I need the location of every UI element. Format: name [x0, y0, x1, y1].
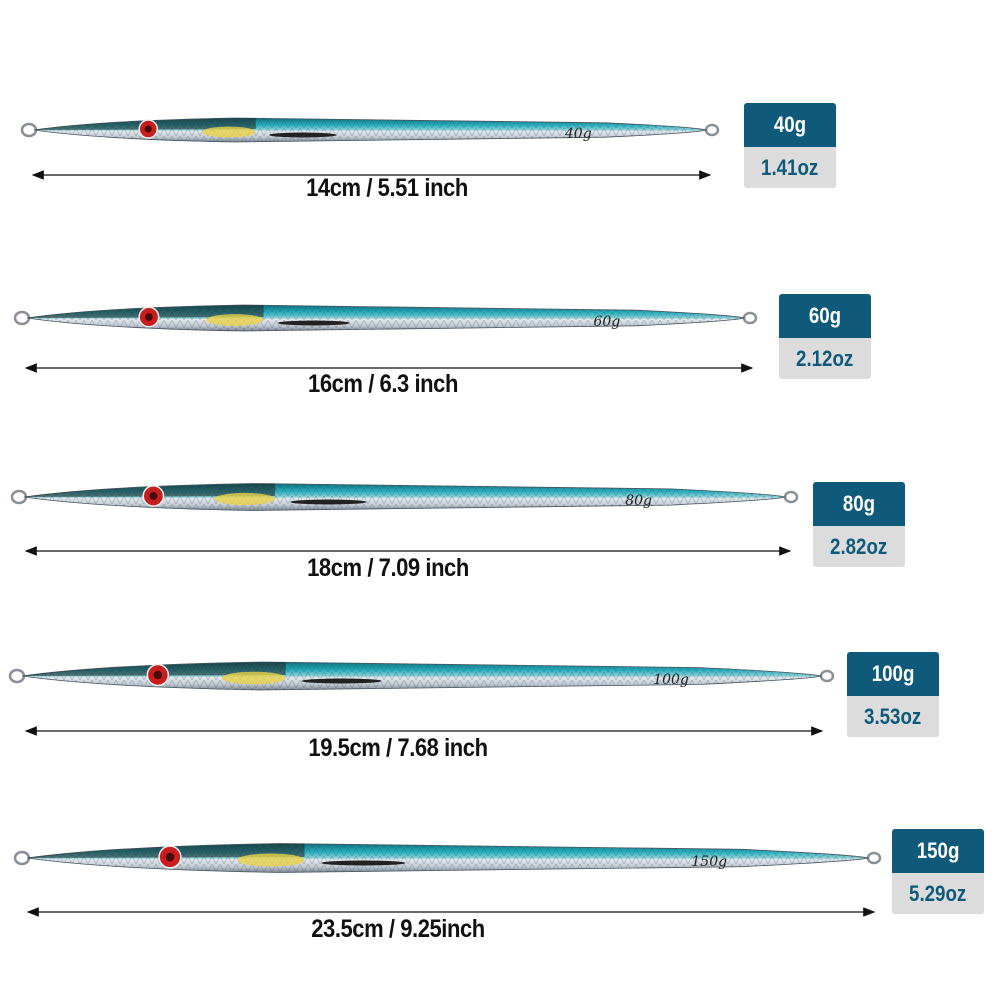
weight-badge: 100g 3.53oz [847, 652, 939, 737]
split-ring-icon [819, 669, 835, 683]
weight-grams-text: 80g [842, 491, 876, 516]
body-weight-mark: 150g [691, 854, 727, 870]
body-weight-mark: 60g [593, 314, 620, 330]
weight-grams-text: 100g [871, 661, 915, 686]
size-label: 16cm / 6.3 inch [308, 370, 458, 398]
weight-badge: 150g 5.29oz [892, 829, 984, 914]
lure-5: 150g [13, 843, 882, 917]
size-label: 19.5cm / 7.68 inch [308, 734, 488, 762]
body-weight-mark: 80g [625, 493, 652, 509]
split-ring-icon [783, 490, 799, 504]
lateral-stripe [301, 678, 382, 684]
lure-4: 100g [8, 661, 835, 736]
pupil [149, 491, 158, 501]
lateral-stripe [269, 132, 337, 138]
weight-ounces: 2.82oz [813, 526, 905, 567]
weight-badge: 60g 2.12oz [779, 294, 871, 379]
weight-ounces: 1.41oz [744, 147, 836, 188]
size-label: 23.5cm / 9.25inch [311, 915, 485, 943]
weight-badge: 80g 2.82oz [813, 482, 905, 567]
gold-gill [237, 853, 305, 867]
weight-grams: 40g [744, 103, 836, 147]
split-ring-icon [13, 310, 31, 326]
gold-gill [221, 671, 286, 685]
body-weight-mark: 40g [564, 126, 592, 142]
weight-ounces-text: 2.12oz [796, 345, 854, 371]
weight-grams: 60g [779, 294, 871, 338]
weight-ounces-text: 2.82oz [830, 533, 888, 559]
weight-ounces-text: 5.29oz [909, 880, 967, 906]
gold-gill [214, 492, 276, 506]
split-ring-icon [8, 668, 26, 684]
size-label: 14cm / 5.51 inch [306, 174, 468, 202]
pupil [153, 670, 163, 680]
pupil [165, 852, 175, 862]
split-ring-icon [866, 851, 882, 865]
gold-gill [206, 314, 264, 326]
lateral-stripe [277, 320, 350, 326]
split-ring-icon [13, 850, 31, 866]
weight-ounces-text: 1.41oz [761, 154, 819, 180]
lure-2: 60g [13, 304, 758, 373]
pupil [144, 313, 153, 321]
weight-grams: 80g [813, 482, 905, 526]
body-weight-mark: 100g [653, 672, 689, 688]
lateral-stripe [321, 860, 406, 866]
weight-grams: 150g [892, 829, 984, 873]
weight-grams: 100g [847, 652, 939, 696]
lateral-stripe [290, 499, 367, 505]
weight-ounces-text: 3.53oz [864, 703, 922, 729]
split-ring-icon [20, 122, 38, 138]
weight-ounces: 2.12oz [779, 338, 871, 379]
weight-ounces: 3.53oz [847, 696, 939, 737]
weight-grams-text: 150g [916, 838, 960, 863]
gold-gill [202, 126, 256, 138]
split-ring-icon [704, 123, 720, 137]
weight-ounces: 5.29oz [892, 873, 984, 914]
pupil [144, 125, 152, 133]
weight-badge: 40g 1.41oz [744, 103, 836, 188]
size-label: 18cm / 7.09 inch [307, 554, 469, 582]
lure-3: 80g [10, 483, 799, 556]
weight-grams-text: 60g [808, 303, 842, 328]
weight-grams-text: 40g [773, 112, 807, 137]
lure-1: 40g [20, 117, 720, 180]
split-ring-icon [742, 311, 758, 325]
split-ring-icon [10, 489, 28, 505]
